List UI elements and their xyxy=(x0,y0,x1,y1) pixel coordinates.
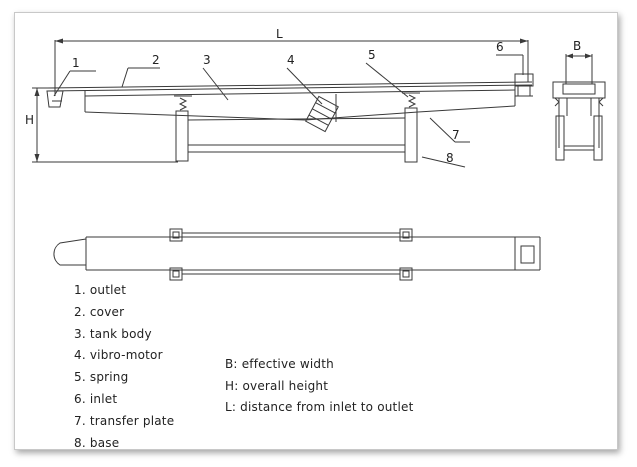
legend-item: 4. vibro-motor xyxy=(74,348,163,363)
callout-1: 1 xyxy=(72,56,80,70)
callout-5: 5 xyxy=(368,48,376,62)
legend-item: 3. tank body xyxy=(74,326,152,341)
callout-leaders xyxy=(53,54,524,168)
parts-legend: 1. outlet 2. cover 3. tank body 4. vibro… xyxy=(74,280,174,454)
dimension-h-label: H xyxy=(25,113,34,127)
callout-8: 8 xyxy=(446,151,454,165)
definition-item: B: effective width xyxy=(225,357,334,371)
legend-item: 1. outlet xyxy=(74,283,127,297)
legend-item: 8. base xyxy=(74,435,120,450)
callout-3: 3 xyxy=(203,53,211,67)
end-elevation: B xyxy=(552,39,606,161)
dimension-b-label: B xyxy=(573,39,581,53)
dimension-h: H xyxy=(25,87,178,163)
legend-item: 5. spring xyxy=(74,370,129,385)
callout-numbers: 1 2 3 4 5 6 7 8 xyxy=(72,40,504,165)
callout-2: 2 xyxy=(152,53,160,67)
legend-item: 2. cover xyxy=(74,304,125,319)
callout-7: 7 xyxy=(452,128,460,142)
dimension-l: L xyxy=(54,27,529,96)
definition-item: H: overall height xyxy=(225,378,329,393)
definition-item: L: distance from inlet to outlet xyxy=(225,400,414,414)
side-elevation xyxy=(46,73,534,163)
callout-4: 4 xyxy=(287,53,295,67)
legend-item: 6. inlet xyxy=(74,391,118,406)
dimension-definitions: B: effective width H: overall height L: … xyxy=(225,354,413,419)
legend-item: 7. transfer plate xyxy=(74,413,175,428)
dimension-l-label: L xyxy=(276,27,283,41)
callout-6: 6 xyxy=(496,40,504,54)
plan-view xyxy=(53,228,541,281)
